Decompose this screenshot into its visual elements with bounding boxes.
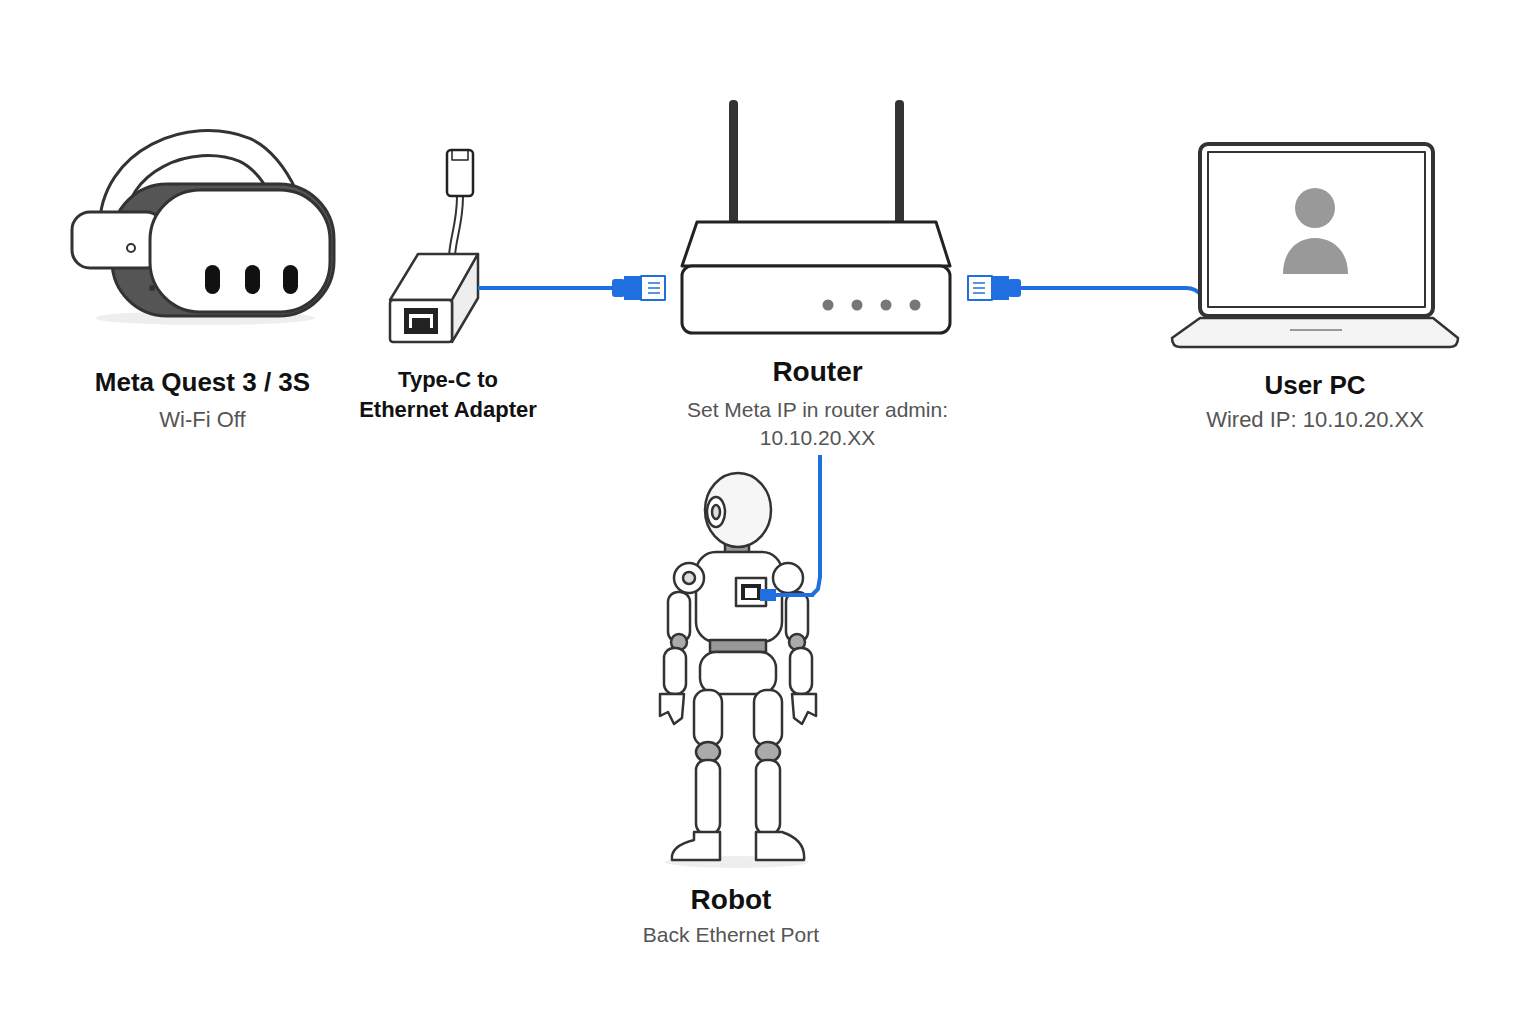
router-illustration-part	[973, 292, 985, 294]
laptop-illustration-part	[1163, 288, 1202, 296]
usb-ethernet-adapter-part	[409, 314, 433, 328]
router-illustration-part	[624, 276, 641, 300]
router-illustration-part	[823, 300, 834, 311]
robot-illustration-part	[712, 505, 720, 519]
node-title: Router	[610, 355, 1025, 389]
router-node: RouterSet Meta IP in router admin: 10.10…	[610, 95, 1025, 455]
router-illustration-part	[852, 300, 863, 311]
robot-illustration-part	[741, 584, 761, 600]
robot-illustration-part	[696, 552, 782, 642]
vr-headset-part	[245, 265, 260, 294]
router-illustration-part	[973, 287, 985, 289]
router-illustration-part	[973, 282, 985, 284]
usb-ethernet-adapter-part	[452, 196, 460, 258]
router-illustration-part	[648, 282, 660, 284]
usb-ethernet-adapter-part	[412, 318, 430, 328]
node-subtitle: Wi-Fi Off	[65, 406, 340, 434]
robot-illustration-part	[710, 640, 766, 652]
laptop-illustration-part	[1200, 144, 1433, 316]
usb-ethernet-adapter-part	[447, 150, 473, 196]
router-illustration-part	[895, 100, 904, 228]
router-illustration-part	[910, 300, 921, 311]
robot-illustration-part	[773, 563, 803, 593]
node-subtitle: Wired IP: 10.10.20.XX	[1165, 406, 1465, 434]
robot-illustration-part	[700, 652, 776, 694]
robot-illustration-part	[672, 832, 720, 860]
laptop-illustration-part	[1172, 318, 1458, 347]
robot-illustration-part	[776, 593, 814, 597]
node-title: Meta Quest 3 / 3S	[65, 366, 340, 398]
pc-node: User PC Wired IP: 10.10.20.XX	[1165, 135, 1465, 440]
usb-ethernet-adapter-part	[478, 286, 545, 290]
robot-illustration-part	[660, 694, 684, 724]
node-subtitle: Back Ethernet Port	[610, 921, 852, 949]
node-title: Type-C to Ethernet Adapter	[353, 365, 543, 425]
router-illustration-part	[992, 276, 1009, 300]
robot-illustration-part	[683, 572, 695, 584]
robot-illustration-part	[760, 589, 776, 601]
ethernet-cable	[1025, 286, 1165, 290]
router-illustration-part	[968, 276, 992, 300]
vr-headset	[72, 143, 334, 325]
robot-illustration-part	[756, 760, 780, 834]
laptop-illustration-part	[1295, 188, 1335, 228]
vr-headset-part	[150, 190, 330, 312]
robot-illustration-part	[705, 473, 771, 547]
robot-illustration-part	[754, 690, 782, 746]
usb-ethernet-adapter-part	[404, 308, 438, 334]
vr-headset-part	[283, 265, 298, 294]
router-illustration-part	[648, 287, 660, 289]
laptop-illustration-part	[1290, 329, 1342, 331]
node-title: User PC	[1165, 369, 1465, 401]
robot-illustration-part	[792, 694, 816, 724]
adapter-node: Type-C to Ethernet Adapter	[353, 145, 543, 425]
headset-node: Meta Quest 3 / 3S Wi-Fi Off	[65, 130, 340, 435]
robot-node: RobotBack Ethernet Port	[650, 470, 812, 950]
robot-illustration-part	[694, 690, 722, 746]
laptop-illustration	[1163, 144, 1458, 347]
usb-ethernet-adapter-part	[452, 150, 468, 160]
router-illustration-part	[729, 100, 738, 228]
vr-headset-part	[149, 285, 155, 291]
robot-illustration	[660, 473, 816, 868]
usb-ethernet-adapter-part	[452, 196, 460, 258]
node-subtitle: Set Meta IP in router admin: 10.10.20.XX	[668, 396, 968, 452]
node-title: Robot	[610, 883, 852, 917]
laptop-illustration-part	[1208, 152, 1425, 307]
usb-ethernet-adapter	[390, 150, 545, 342]
robot-illustration-part	[756, 832, 804, 860]
robot-illustration-part	[707, 497, 725, 527]
robot-illustration-part	[745, 588, 757, 598]
ethernet-cable	[812, 455, 820, 595]
robot-illustration-part	[674, 563, 704, 593]
router-illustration	[608, 100, 1027, 333]
router-illustration-part	[881, 300, 892, 311]
router-illustration-part	[641, 276, 665, 300]
router-illustration-part	[682, 266, 950, 333]
robot-illustration-part	[664, 648, 686, 694]
ethernet-cable	[543, 286, 610, 290]
usb-ethernet-adapter-part	[390, 300, 452, 342]
usb-ethernet-adapter-part	[452, 254, 478, 342]
router-illustration-part	[612, 279, 625, 297]
robot-illustration-part	[696, 760, 720, 834]
robot-illustration-part	[790, 648, 812, 694]
vr-headset-part	[205, 265, 220, 294]
laptop-illustration-part	[1283, 238, 1348, 274]
router-illustration-part	[648, 292, 660, 294]
vr-headset-part	[127, 244, 135, 252]
router-illustration-part	[682, 222, 950, 266]
